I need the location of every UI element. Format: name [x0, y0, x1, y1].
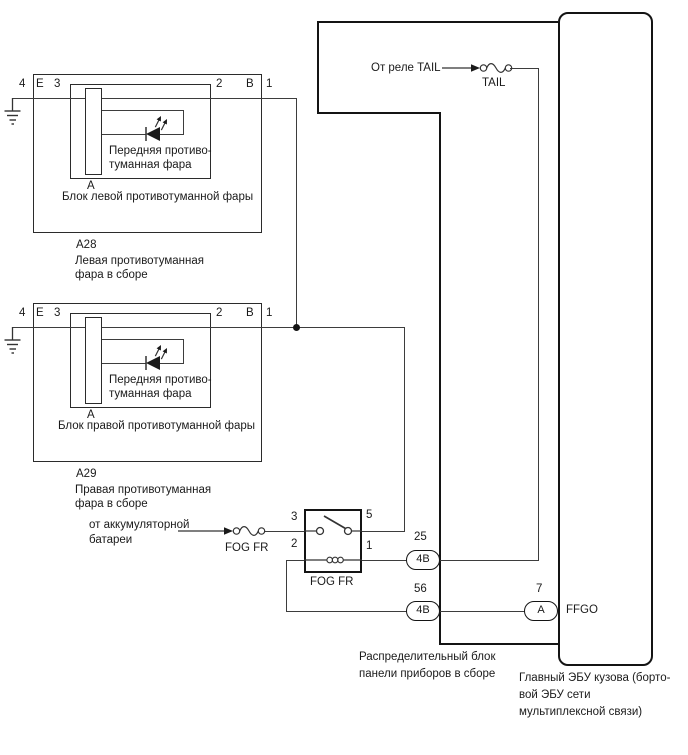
pin-label: 56 [414, 583, 427, 595]
wire [362, 531, 405, 532]
wire [286, 611, 410, 612]
pin-label: 1 [266, 78, 273, 90]
wire [183, 339, 184, 364]
wire [296, 98, 297, 328]
ground-icon [4, 98, 21, 125]
tail-source-label: От реле TAIL [371, 62, 441, 74]
wire [510, 68, 539, 69]
ecu-name: мультиплексной связи) [519, 706, 643, 718]
lamp-label: Передняя противо- [109, 374, 212, 386]
fuse-icon [232, 526, 266, 536]
wire [538, 68, 539, 560]
fog-right-assembly-box [33, 303, 262, 462]
junction-block-name: Распределительный блок [359, 651, 496, 663]
junction-block-name: панели приборов в сборе [359, 668, 496, 680]
connector-label: B [246, 78, 254, 90]
wire [102, 98, 297, 99]
fuse-label: TAIL [482, 77, 506, 89]
wire [102, 339, 184, 340]
pin-label: 2 [216, 307, 223, 319]
junction-dot [293, 324, 300, 331]
relay-contact-and-coil-icon [304, 515, 362, 564]
connector-label: A [87, 180, 95, 192]
fog-left-unit-box [70, 84, 211, 179]
fog-left-connector-a-box [85, 88, 102, 175]
junction-block-outline-step [317, 112, 441, 114]
wire [160, 134, 184, 135]
wire [438, 611, 528, 612]
pin-label: 1 [266, 307, 273, 319]
wire [404, 327, 405, 531]
fog-relay-box [304, 509, 362, 573]
wire [12, 327, 85, 328]
component-code: A28 [76, 239, 97, 251]
component-code: A29 [76, 468, 97, 480]
arrow-icon [178, 527, 233, 535]
lamp-label: туманная фара [109, 159, 192, 171]
ground-icon [4, 327, 21, 354]
connector-4b-25: 4B [406, 550, 440, 570]
wire [264, 531, 304, 532]
junction-block-outline-left-upper [317, 21, 319, 114]
wire [183, 110, 184, 135]
wire [362, 560, 410, 561]
wire [102, 134, 146, 135]
pin-label: 7 [536, 583, 543, 595]
ecu-name: Главный ЭБУ кузова (борто- [519, 672, 671, 684]
battery-source-label: от аккумуляторной [89, 519, 190, 531]
unit-label: Блок правой противотуманной фары [58, 420, 256, 432]
ecu-signal-label: FFGO [566, 604, 598, 616]
wire [12, 98, 85, 99]
connector-label: B [246, 307, 254, 319]
fog-right-unit-box [70, 313, 211, 408]
wire [102, 110, 184, 111]
unit-label: Блок левой противотуманной фары [62, 191, 254, 203]
pin-label: 4 [19, 307, 26, 319]
pin-label: 2 [216, 78, 223, 90]
pin-label: 5 [366, 509, 373, 521]
fuse-icon [479, 63, 513, 73]
relay-label: FOG FR [310, 576, 354, 588]
battery-source-label: батареи [89, 534, 133, 546]
arrow-icon [442, 64, 480, 72]
pin-label: 4 [19, 78, 26, 90]
pin-label: 3 [291, 511, 298, 523]
connector-label: A [87, 409, 95, 421]
ecu-name: вой ЭБУ сети [519, 689, 591, 701]
connector-label: E [36, 78, 44, 90]
wire [286, 560, 287, 612]
wire [102, 327, 405, 328]
junction-block-outline-left-lower [439, 112, 441, 645]
component-name: фара в сборе [75, 498, 148, 510]
pin-label: 25 [414, 531, 427, 543]
junction-block-outline-bottom [439, 643, 558, 645]
led-icon [145, 345, 167, 370]
connector-label: E [36, 307, 44, 319]
wire [438, 560, 539, 561]
wire [160, 363, 184, 364]
wire [102, 363, 146, 364]
lamp-label: туманная фара [109, 388, 192, 400]
led-icon [145, 116, 167, 141]
pin-label: 3 [54, 307, 61, 319]
fog-right-connector-a-box [85, 317, 102, 404]
wire [286, 560, 304, 561]
fog-left-assembly-box [33, 74, 262, 233]
component-name: фара в сборе [75, 269, 148, 281]
pin-label: 3 [54, 78, 61, 90]
connector-a-7: A [524, 601, 558, 621]
lamp-label: Передняя противо- [109, 145, 212, 157]
fuse-label: FOG FR [225, 542, 269, 554]
pin-label: 1 [366, 540, 373, 552]
pin-label: 2 [291, 538, 298, 550]
main-body-ecu-box [558, 12, 653, 666]
junction-block-outline-top [317, 21, 558, 23]
component-name: Левая противотуманная [75, 255, 204, 267]
component-name: Правая противотуманная [75, 484, 212, 496]
connector-4b-56: 4B [406, 601, 440, 621]
